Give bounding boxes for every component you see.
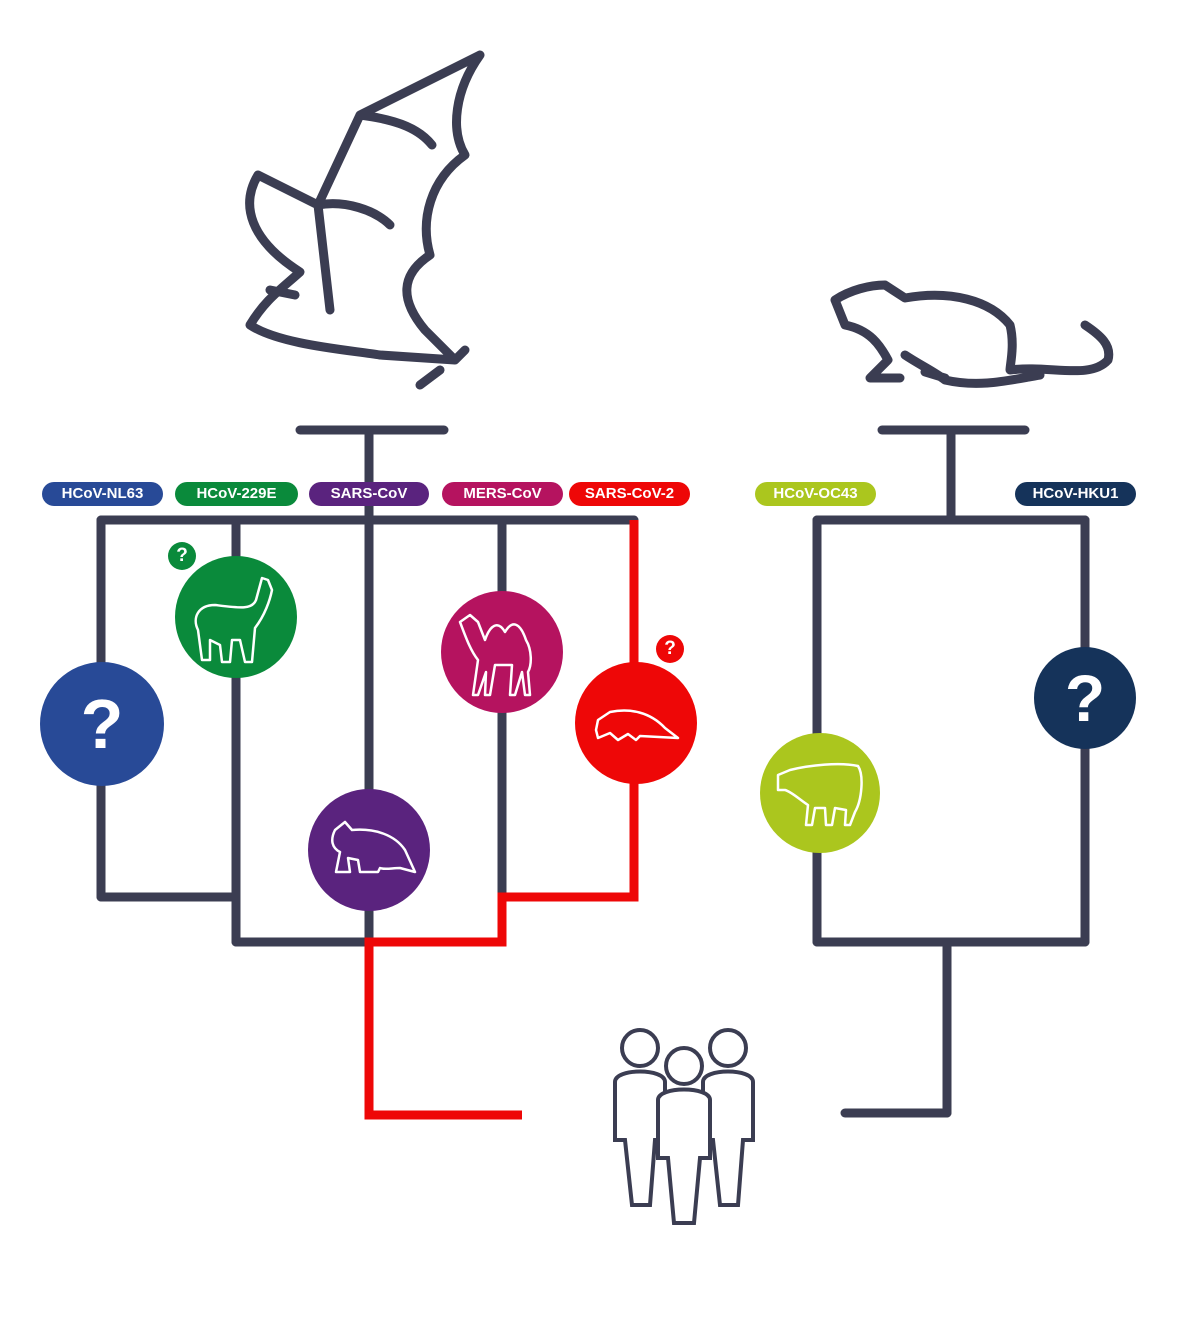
question-icon: ?	[80, 685, 124, 763]
virus-label-nl63: HCoV-NL63	[42, 482, 163, 506]
question-badge: ?	[664, 638, 676, 659]
sars-cov-2-host-circle	[575, 662, 697, 784]
virus-label-229e: HCoV-229E	[175, 482, 298, 506]
virus-label-sars-cov-2: SARS-CoV-2	[569, 482, 690, 506]
virus-label-oc43: HCoV-OC43	[755, 482, 876, 506]
question-badge: ?	[176, 545, 188, 566]
virus-label-hku1: HCoV-HKU1	[1015, 482, 1136, 506]
camel-icon	[458, 613, 532, 697]
229e-host-circle	[175, 556, 297, 678]
civet-icon	[331, 820, 417, 874]
rodent-icon	[830, 280, 1114, 388]
hku1-host-circle	[1034, 647, 1136, 749]
sars-cov-host-circle	[308, 789, 430, 911]
humans-icon	[613, 1028, 755, 1225]
virus-label-sars-cov: SARS-CoV	[309, 482, 429, 506]
cow-icon	[776, 762, 863, 827]
mers-host-circle	[441, 591, 563, 713]
uncertain-badge	[656, 635, 684, 663]
question-icon: ?	[1064, 661, 1106, 735]
sars-cov-2-lineage	[364, 520, 639, 1120]
bat-icon	[245, 50, 485, 390]
virus-label-mers: MERS-CoV	[442, 482, 563, 506]
alpaca-icon	[194, 576, 274, 664]
uncertain-badge	[168, 542, 196, 570]
nl63-host-circle	[40, 662, 164, 786]
pangolin-icon	[594, 709, 680, 742]
